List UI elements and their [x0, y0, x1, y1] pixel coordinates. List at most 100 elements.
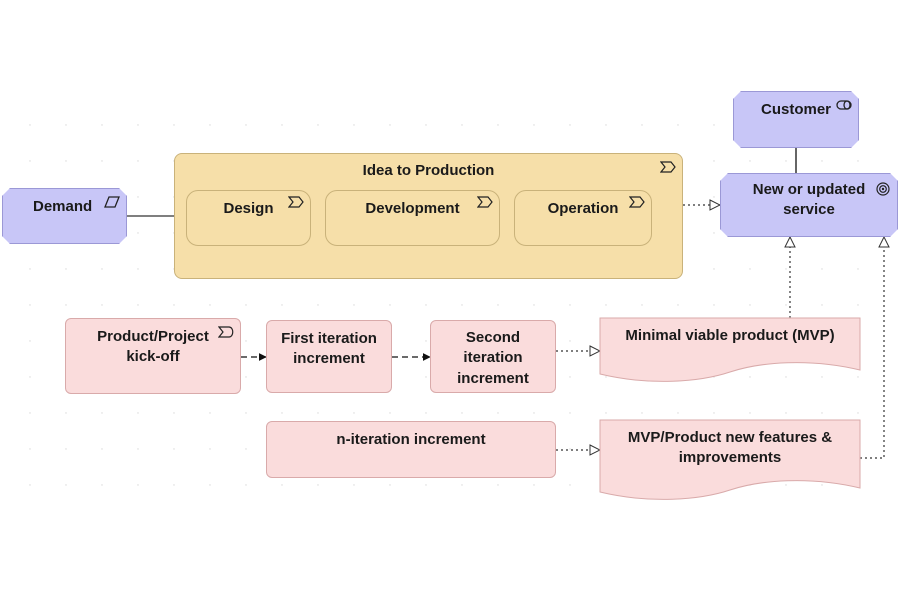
grid-dot	[209, 448, 211, 450]
grid-dot	[641, 304, 643, 306]
grid-dot	[29, 412, 31, 414]
grid-dot	[101, 268, 103, 270]
grid-dot	[821, 484, 823, 486]
kickoff-event[interactable]: Product/Project kick-off	[65, 318, 241, 394]
grid-dot	[425, 376, 427, 378]
grid-dot	[785, 376, 787, 378]
grid-dot	[101, 160, 103, 162]
grid-dot	[353, 484, 355, 486]
grid-dot	[281, 304, 283, 306]
grid-dot	[677, 412, 679, 414]
grid-dot	[713, 196, 715, 198]
grid-dot	[749, 412, 751, 414]
grid-dot	[65, 484, 67, 486]
grid-dot	[569, 376, 571, 378]
grid-dot	[533, 304, 535, 306]
grid-dot	[713, 160, 715, 162]
grid-dot	[137, 484, 139, 486]
grid-dot	[65, 160, 67, 162]
grid-dot	[425, 412, 427, 414]
grid-dot	[857, 304, 859, 306]
grid-dot	[497, 124, 499, 126]
grid-dot	[605, 304, 607, 306]
demand-node[interactable]: Demand	[2, 188, 127, 244]
grid-dot	[317, 304, 319, 306]
demand-label: Demand	[33, 198, 93, 215]
grid-dot	[821, 160, 823, 162]
grid-dot	[605, 412, 607, 414]
mvp-shape	[599, 317, 861, 382]
grid-dot	[785, 160, 787, 162]
grid-dot	[569, 124, 571, 126]
grid-dot	[713, 268, 715, 270]
grid-dot	[785, 268, 787, 270]
n-iteration-label: n-iteration increment	[336, 431, 486, 448]
grid-dot	[281, 412, 283, 414]
grid-dot	[569, 448, 571, 450]
grid-dot	[209, 484, 211, 486]
grid-dot	[209, 412, 211, 414]
grid-dot	[569, 340, 571, 342]
design-process[interactable]: Design	[186, 190, 311, 246]
customer-node[interactable]: Customer	[733, 91, 859, 148]
grid-dot	[821, 304, 823, 306]
grid-dot	[677, 304, 679, 306]
grid-dot	[749, 160, 751, 162]
grid-dot	[317, 484, 319, 486]
grid-dot	[821, 376, 823, 378]
grid-dot	[641, 412, 643, 414]
parallelogram-icon	[104, 195, 120, 209]
grid-dot	[425, 484, 427, 486]
operation-label: Operation	[547, 200, 619, 217]
grid-dot	[425, 124, 427, 126]
grid-dot	[65, 448, 67, 450]
operation-process[interactable]: Operation	[514, 190, 652, 246]
grid-dot	[461, 484, 463, 486]
mvp-features-label: MVP/Product new features & improvements	[627, 429, 833, 467]
design-label: Design	[223, 200, 274, 217]
development-label: Development	[365, 200, 460, 217]
second-iteration-node[interactable]: Second iteration increment	[430, 320, 556, 393]
grid-dot	[29, 268, 31, 270]
grid-dot	[65, 268, 67, 270]
grid-dot	[137, 304, 139, 306]
first-iteration-node[interactable]: First iteration increment	[266, 320, 392, 393]
process-arrow-icon	[629, 195, 645, 209]
grid-dot	[65, 412, 67, 414]
grid-dot	[425, 340, 427, 342]
grid-dot	[245, 340, 247, 342]
grid-dot	[497, 304, 499, 306]
grid-dot	[245, 124, 247, 126]
grid-dot	[713, 124, 715, 126]
grid-dot	[785, 412, 787, 414]
grid-dot	[29, 448, 31, 450]
service-node[interactable]: New or updated service	[720, 173, 898, 237]
grid-dot	[569, 412, 571, 414]
process-arrow-icon	[477, 195, 493, 209]
grid-dot	[569, 484, 571, 486]
grid-dot	[29, 484, 31, 486]
grid-dot	[389, 304, 391, 306]
grid-dot	[29, 124, 31, 126]
grid-dot	[713, 232, 715, 234]
development-process[interactable]: Development	[325, 190, 500, 246]
grid-dot	[137, 232, 139, 234]
grid-dot	[425, 304, 427, 306]
mvp-features-deliverable[interactable]: MVP/Product new features & improvements	[600, 420, 860, 480]
grid-dot	[353, 124, 355, 126]
grid-dot	[857, 160, 859, 162]
grid-dot	[317, 124, 319, 126]
grid-dot	[857, 412, 859, 414]
grid-dot	[65, 304, 67, 306]
second-iteration-label: Second iteration increment	[457, 329, 529, 387]
mvp-label: Minimal viable product (MVP)	[625, 327, 835, 344]
mvp-deliverable[interactable]: Minimal viable product (MVP)	[600, 318, 860, 358]
grid-dot	[389, 124, 391, 126]
grid-dot	[821, 268, 823, 270]
grid-dot	[461, 412, 463, 414]
grid-dot	[317, 412, 319, 414]
n-iteration-node[interactable]: n-iteration increment	[266, 421, 556, 478]
grid-dot	[713, 304, 715, 306]
grid-dot	[389, 484, 391, 486]
grid-dot	[281, 484, 283, 486]
